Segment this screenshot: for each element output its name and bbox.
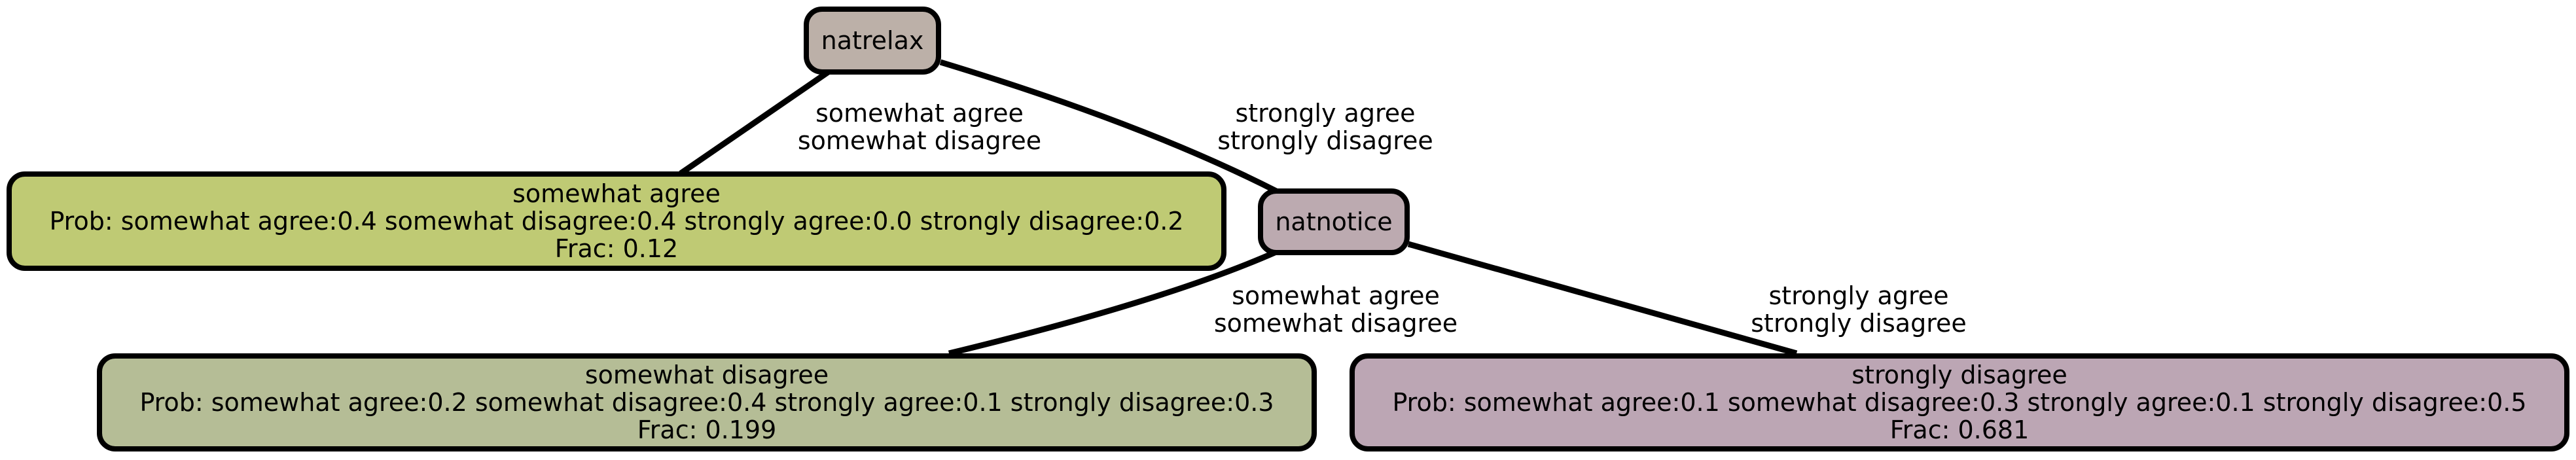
- leaf-prob: Prob: somewhat agree:0.4 somewhat disagr…: [49, 207, 1184, 236]
- node-label: natrelax: [821, 26, 924, 55]
- edge-label-line: somewhat disagree: [1213, 309, 1458, 338]
- edge-label-natnotice-to-strongly-disagree: strongly agree strongly disagree: [1721, 282, 1996, 337]
- leaf-title: somewhat disagree: [584, 361, 829, 389]
- edge-label-line: strongly disagree: [1751, 309, 1967, 338]
- leaf-frac: Frac: 0.199: [637, 416, 777, 444]
- edge-label-line: somewhat agree: [1232, 281, 1440, 310]
- node-natnotice: natnotice: [1258, 188, 1410, 255]
- edge-label-natnotice-to-somewhat-disagree: somewhat agree somewhat disagree: [1198, 282, 1473, 337]
- node-natrelax: natrelax: [804, 7, 941, 75]
- leaf-title: strongly disagree: [1851, 361, 2067, 389]
- edge-natrelax-to-natnotice: [939, 59, 1278, 194]
- edge-label-line: somewhat agree: [815, 99, 1024, 128]
- edge-natrelax-to-somewhat-agree: [679, 67, 833, 176]
- edge-label-natrelax-to-natnotice: strongly agree strongly disagree: [1188, 99, 1463, 154]
- leaf-title: somewhat agree: [512, 179, 721, 208]
- leaf-somewhat-agree: somewhat agree Prob: somewhat agree:0.4 …: [7, 171, 1226, 271]
- leaf-frac: Frac: 0.12: [554, 234, 679, 263]
- edge-label-line: strongly agree: [1768, 281, 1949, 310]
- edge-label-natrelax-to-somewhat-agree: somewhat agree somewhat disagree: [782, 99, 1057, 154]
- edge-label-line: somewhat disagree: [797, 126, 1042, 155]
- leaf-frac: Frac: 0.681: [1889, 416, 2030, 444]
- leaf-prob: Prob: somewhat agree:0.1 somewhat disagr…: [1392, 388, 2527, 417]
- edge-label-line: strongly agree: [1235, 99, 1416, 128]
- edge-natnotice-to-somewhat-disagree: [948, 249, 1278, 357]
- edge-label-line: strongly disagree: [1217, 126, 1433, 155]
- leaf-prob: Prob: somewhat agree:0.2 somewhat disagr…: [139, 388, 1274, 417]
- edge-natnotice-to-strongly-disagree: [1407, 241, 1798, 357]
- node-label: natnotice: [1275, 207, 1393, 236]
- leaf-strongly-disagree: strongly disagree Prob: somewhat agree:0…: [1350, 353, 2569, 451]
- leaf-somewhat-disagree: somewhat disagree Prob: somewhat agree:0…: [97, 353, 1317, 451]
